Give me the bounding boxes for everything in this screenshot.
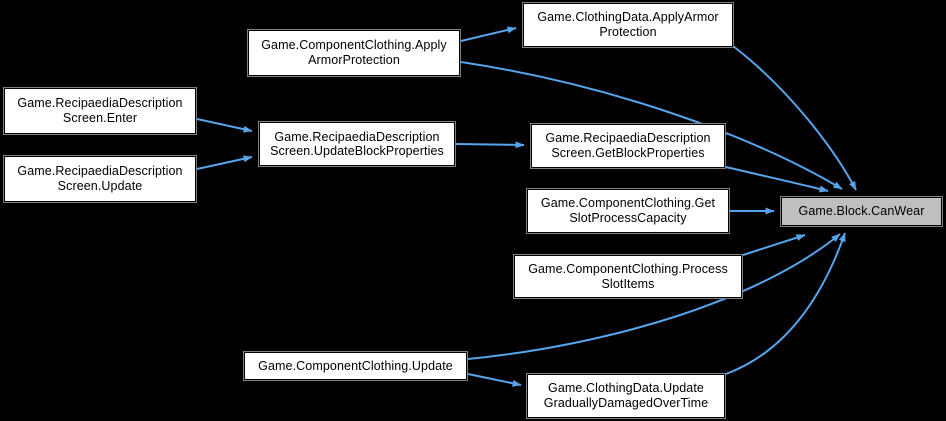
edge-updateblockproperties-to-getblockproperties xyxy=(455,141,525,149)
graph-node-label: Game.Block.CanWear xyxy=(798,204,925,218)
graph-node-label: Game.RecipaediaDescription Screen.Enter xyxy=(17,96,183,125)
graph-node-clothingdata-applyarmorprotection[interactable]: Game.ClothingData.ApplyArmor Protection xyxy=(522,2,734,48)
graph-node-componentclothing-processslotitems[interactable]: Game.ComponentClothing.Process SlotItems xyxy=(513,254,743,299)
graph-node-label: Game.ComponentClothing.Update xyxy=(258,358,453,373)
graph-node-recipaedia-updateblockproperties[interactable]: Game.RecipaediaDescription Screen.Update… xyxy=(258,121,456,167)
graph-node-componentclothing-update[interactable]: Game.ComponentClothing.Update xyxy=(243,351,468,381)
edge-getblockproperties-to-canwear xyxy=(725,166,829,193)
edge-componentapply-to-clothingdataapply xyxy=(460,26,517,42)
edge-updategradually-to-canwear xyxy=(725,232,846,375)
graph-node-label: Game.RecipaediaDescription Screen.GetBlo… xyxy=(545,131,711,160)
edge-componentapply-to-canwear xyxy=(460,61,843,190)
graph-node-recipaedia-update[interactable]: Game.RecipaediaDescription Screen.Update xyxy=(3,155,197,203)
graph-node-label: Game.ComponentClothing.Process SlotItems xyxy=(528,261,728,291)
edges-group xyxy=(196,26,857,387)
edge-processslotitems-to-canwear xyxy=(742,234,806,256)
edge-componentupdate-to-canwear xyxy=(467,233,841,360)
edge-update-to-updateblockproperties xyxy=(196,155,253,170)
edge-clothingdataapply-to-canwear xyxy=(732,45,857,191)
graph-node-block-canwear[interactable]: Game.Block.CanWear xyxy=(780,196,943,227)
graph-node-label: Game.ClothingData.Update GraduallyDamage… xyxy=(543,381,709,410)
edge-enter-to-updateblockproperties xyxy=(196,118,253,133)
graph-node-label: Game.RecipaediaDescription Screen.Update xyxy=(17,164,183,193)
graph-node-recipaedia-getblockproperties[interactable]: Game.RecipaediaDescription Screen.GetBlo… xyxy=(530,123,726,169)
graph-node-componentclothing-applyarmorprotection[interactable]: Game.ComponentClothing.Apply ArmorProtec… xyxy=(247,29,461,77)
edge-componentupdate-to-updategradually xyxy=(467,373,522,387)
graph-node-clothingdata-updategraduallydamagedovertime[interactable]: Game.ClothingData.Update GraduallyDamage… xyxy=(526,373,726,419)
graph-node-componentclothing-getslotprocesscapacity[interactable]: Game.ComponentClothing.Get SlotProcessCa… xyxy=(526,188,730,234)
graph-node-label: Game.ClothingData.ApplyArmor Protection xyxy=(537,10,719,39)
graph-node-label: Game.RecipaediaDescription Screen.Update… xyxy=(270,130,444,158)
graph-node-label: Game.ComponentClothing.Apply ArmorProtec… xyxy=(261,38,447,67)
graph-node-recipaedia-enter[interactable]: Game.RecipaediaDescription Screen.Enter xyxy=(3,87,197,135)
graph-node-label: Game.ComponentClothing.Get SlotProcessCa… xyxy=(540,196,716,225)
